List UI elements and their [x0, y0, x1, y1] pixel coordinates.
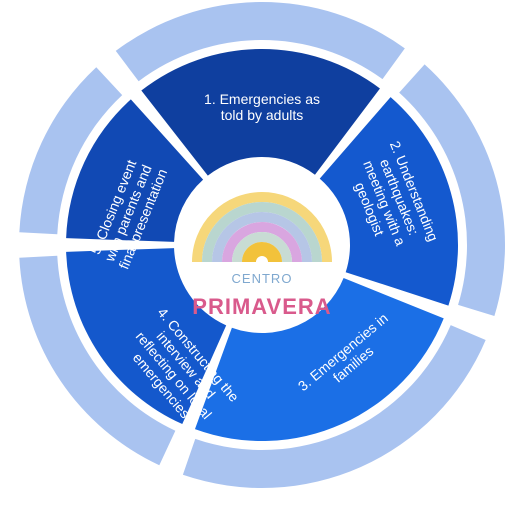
- segments: [66, 48, 458, 442]
- outer-ring-arc-2: [399, 64, 505, 317]
- outer-ring-arc-4: [19, 255, 176, 466]
- outer-ring-arc-5: [19, 67, 123, 235]
- segment-3: [194, 277, 444, 442]
- segment-4: [66, 248, 227, 425]
- outer-ring-arc-3: [182, 325, 486, 489]
- logo-line-2: PRIMAVERA: [192, 294, 331, 319]
- segment-label-line: told by adults: [221, 107, 304, 123]
- logo-line-1: CENTRO: [232, 271, 293, 286]
- segment-5: [66, 99, 204, 242]
- segment-2: [319, 97, 458, 306]
- segment-1: [141, 48, 380, 176]
- rainbow-icon: [192, 192, 332, 263]
- segment-label-line: 1. Emergencies as: [204, 91, 320, 107]
- centro-primavera-logo: CENTRO PRIMAVERA: [178, 161, 346, 329]
- outer-ring-arc-1: [115, 1, 405, 82]
- outer-ring: [19, 1, 505, 489]
